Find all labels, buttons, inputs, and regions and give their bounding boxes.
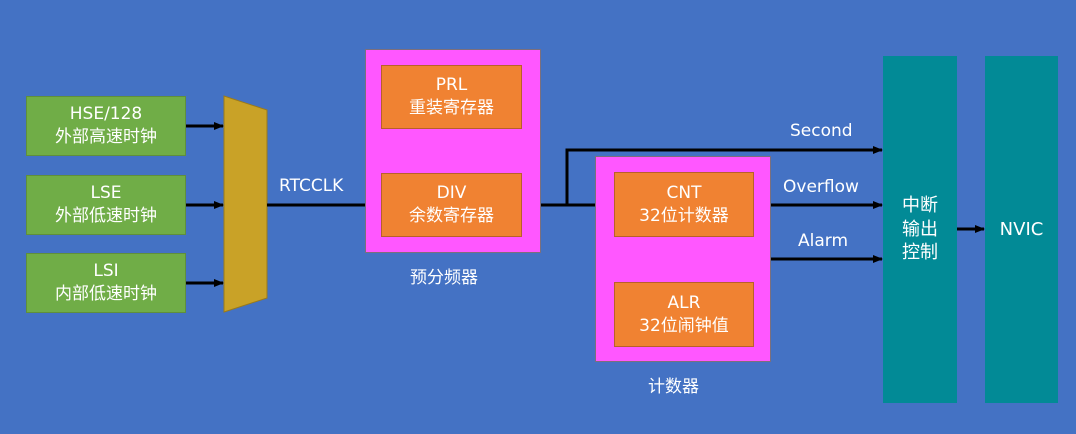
source-lse-name: LSE bbox=[90, 183, 122, 204]
clock-mux bbox=[223, 95, 268, 313]
prl-name: PRL bbox=[435, 75, 468, 96]
interrupt-control-line2: 输出 bbox=[902, 218, 938, 240]
source-hse-name: HSE/128 bbox=[69, 104, 143, 125]
second-wire bbox=[565, 146, 883, 205]
div-desc: 余数寄存器 bbox=[409, 206, 494, 226]
source-lse-desc: 外部低速时钟 bbox=[55, 206, 157, 226]
nvic-block: NVIC bbox=[985, 56, 1058, 403]
prl-register: PRL 重装寄存器 bbox=[381, 65, 522, 129]
alr-desc: 32位闹钟值 bbox=[639, 315, 729, 336]
interrupt-control-line3: 控制 bbox=[902, 242, 938, 264]
alarm-label: Alarm bbox=[798, 231, 849, 251]
nvic-label: NVIC bbox=[999, 219, 1044, 240]
cnt-name: CNT bbox=[666, 182, 702, 203]
prl-desc: 重装寄存器 bbox=[409, 98, 494, 118]
interrupt-control-line1: 中断 bbox=[902, 195, 938, 217]
source-hse: HSE/128 外部高速时钟 bbox=[26, 96, 186, 156]
alr-register: ALR 32位闹钟值 bbox=[614, 282, 754, 347]
alr-name: ALR bbox=[667, 292, 701, 313]
rtcclk-label: RTCCLK bbox=[279, 176, 344, 196]
cnt-register: CNT 32位计数器 bbox=[614, 172, 754, 237]
source-lsi: LSI 内部低速时钟 bbox=[26, 253, 186, 313]
div-name: DIV bbox=[436, 183, 467, 204]
source-lse: LSE 外部低速时钟 bbox=[26, 175, 186, 235]
prescaler-title: 预分频器 bbox=[410, 268, 478, 288]
overflow-label: Overflow bbox=[783, 177, 859, 197]
source-lsi-desc: 内部低速时钟 bbox=[55, 284, 157, 304]
div-register: DIV 余数寄存器 bbox=[381, 173, 522, 237]
interrupt-output-control: 中断 输出 控制 bbox=[883, 56, 957, 403]
source-hse-desc: 外部高速时钟 bbox=[55, 127, 157, 147]
source-lsi-name: LSI bbox=[93, 261, 119, 282]
second-label: Second bbox=[790, 121, 853, 141]
cnt-desc: 32位计数器 bbox=[639, 205, 729, 226]
counter-title: 计数器 bbox=[648, 377, 699, 397]
